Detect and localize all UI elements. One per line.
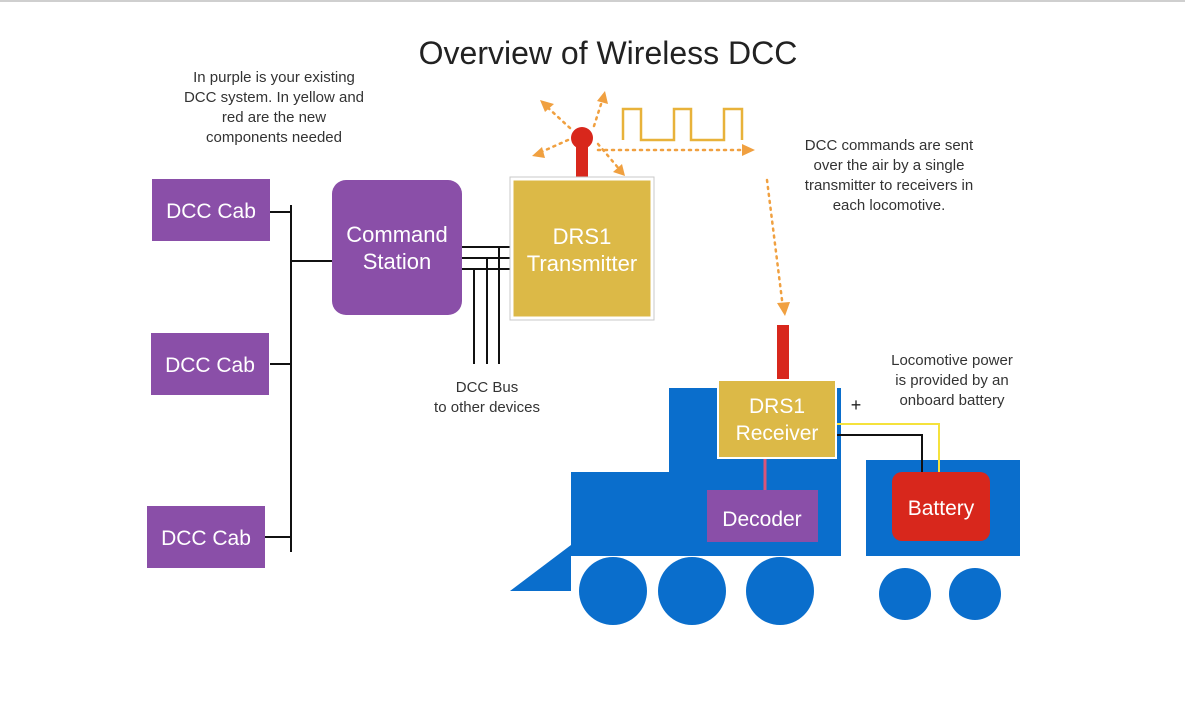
battery: Battery <box>892 472 990 541</box>
dcc-bus-wiring <box>462 246 513 364</box>
power-note-line-2: is provided by an <box>895 372 1008 389</box>
positive-power-wire <box>836 423 940 472</box>
positive-terminal-symbol: + <box>851 395 862 415</box>
tender-wheel-1 <box>879 568 931 620</box>
legend-note-line-2: DCC system. In yellow and <box>184 89 364 106</box>
transmitter-antenna-mast <box>576 138 588 182</box>
decoder: Decoder <box>707 490 818 542</box>
dcc-cab-2: DCC Cab <box>151 333 269 395</box>
dcc-cab-1-box <box>152 179 270 241</box>
battery-label: Battery <box>908 497 975 520</box>
dcc-cab-3: DCC Cab <box>147 506 265 568</box>
command-station-label-line-2: Station <box>363 249 432 274</box>
power-note-line-3: onboard battery <box>899 392 1005 409</box>
tender-wheel-2 <box>949 568 1001 620</box>
legend-note: In purple is your existing DCC system. I… <box>184 69 364 146</box>
drs1-transmitter-label-line-1: DRS1 <box>553 224 612 249</box>
transmitter-antenna-tip <box>571 127 593 149</box>
command-station: Command Station <box>332 180 462 315</box>
dcc-commands-note-line-1: DCC commands are sent <box>805 137 974 154</box>
legend-note-line-1: In purple is your existing <box>193 69 355 86</box>
battery-box <box>892 472 990 541</box>
drs1-receiver-label-line-2: Receiver <box>736 422 819 445</box>
dcc-signal-waveform <box>621 107 744 142</box>
transmitter-antenna <box>571 127 593 182</box>
locomotive-wheel-3 <box>746 557 814 625</box>
dcc-cab-3-box <box>147 506 265 568</box>
dcc-cab-1-label: DCC Cab <box>166 200 256 223</box>
dcc-bus-note-line-1: DCC Bus <box>456 379 519 396</box>
drs1-transmitter-label-line-2: Transmitter <box>527 251 637 276</box>
locomotive-wheel-2 <box>658 557 726 625</box>
power-note: Locomotive power is provided by an onboa… <box>891 352 1013 409</box>
legend-note-line-4: components needed <box>206 129 342 146</box>
dcc-commands-note: DCC commands are sent over the air by a … <box>805 137 974 214</box>
drs1-receiver: DRS1 Receiver <box>717 379 837 459</box>
cab-bus-wiring <box>265 205 332 552</box>
command-station-label-line-1: Command <box>346 222 447 247</box>
power-note-line-1: Locomotive power <box>891 352 1013 369</box>
locomotive-cowcatcher <box>510 545 571 591</box>
dcc-cab-3-label: DCC Cab <box>161 527 251 550</box>
dcc-cab-2-box <box>151 333 269 395</box>
dcc-cab-1: DCC Cab <box>152 179 270 241</box>
locomotive-wheel-1 <box>579 557 647 625</box>
receiver-antenna <box>777 325 789 381</box>
radio-arrowheads <box>532 91 790 316</box>
dcc-cab-2-label: DCC Cab <box>165 354 255 377</box>
dcc-bus-note: DCC Bus to other devices <box>434 379 540 416</box>
negative-power-wire <box>836 434 923 472</box>
drs1-transmitter-box <box>510 177 654 320</box>
drs1-receiver-box <box>717 379 837 459</box>
dcc-commands-note-line-4: each locomotive. <box>833 197 946 214</box>
dcc-commands-note-line-3: transmitter to receivers in <box>805 177 973 194</box>
diagram-title: Overview of Wireless DCC <box>419 35 798 71</box>
decoder-box <box>707 490 818 542</box>
radio-emission-arrows <box>537 96 785 310</box>
dcc-commands-note-line-2: over the air by a single <box>814 157 965 174</box>
command-station-box <box>332 180 462 315</box>
power-wiring <box>763 423 940 490</box>
drs1-receiver-label-line-1: DRS1 <box>749 395 805 418</box>
decoder-label: Decoder <box>722 508 801 531</box>
drs1-transmitter: DRS1 Transmitter <box>509 176 655 321</box>
legend-note-line-3: red are the new <box>222 109 326 126</box>
dcc-bus-note-line-2: to other devices <box>434 399 540 416</box>
